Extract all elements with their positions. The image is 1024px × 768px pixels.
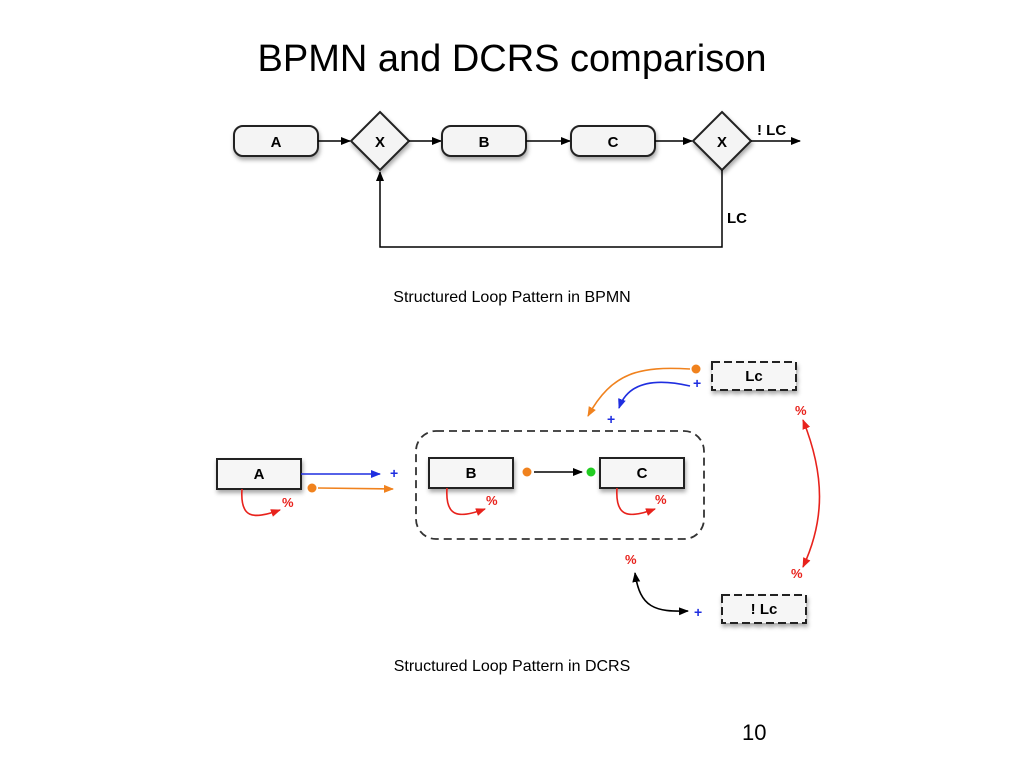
dcrs-activity-lc: Lc bbox=[711, 361, 797, 391]
dcrs-exclude-symbol: % bbox=[795, 403, 807, 418]
bpmn-task-c: C bbox=[570, 125, 656, 157]
dcrs-activity-b: B bbox=[428, 457, 514, 489]
bpmn-gateway-split-label: X bbox=[375, 134, 385, 151]
dcrs-loop-container bbox=[415, 430, 705, 540]
bpmn-gateway-split: X bbox=[349, 110, 411, 172]
dcrs-diagram: A + % B % C % Lc bbox=[216, 361, 821, 624]
dcrs-exclude-symbol: % bbox=[791, 566, 803, 581]
dcrs-exclude-symbol: % bbox=[655, 492, 667, 507]
dcrs-exclude-symbol: % bbox=[625, 552, 637, 567]
bpmn-task-a-label: A bbox=[271, 134, 282, 151]
dcrs-activity-c: C bbox=[599, 457, 685, 489]
dcrs-exclude-symbol: % bbox=[282, 495, 294, 510]
bpmn-gateway-merge: X bbox=[691, 110, 753, 172]
dcrs-activity-c-label: C bbox=[637, 465, 648, 482]
dcrs-activity-lc-label: Lc bbox=[745, 368, 763, 385]
bpmn-task-a: A bbox=[233, 125, 319, 157]
dcrs-exclude-lc-not-lc bbox=[802, 419, 821, 568]
bpmn-caption: Structured Loop Pattern in BPMN bbox=[393, 289, 631, 306]
dcrs-exclude-b-self bbox=[446, 487, 486, 516]
dcrs-include-symbol: + bbox=[693, 375, 701, 391]
bpmn-task-b-label: B bbox=[479, 134, 490, 151]
bpmn-gateway-merge-label: X bbox=[717, 134, 727, 151]
bpmn-loop-condition-label: LC bbox=[727, 210, 747, 227]
dcrs-activity-b-label: B bbox=[466, 465, 477, 482]
bpmn-task-b: B bbox=[441, 125, 527, 157]
dcrs-include-symbol: + bbox=[607, 411, 615, 427]
dcrs-activity-not-lc: ! Lc bbox=[721, 594, 807, 624]
dcrs-include-symbol: + bbox=[390, 465, 398, 481]
bpmn-diagram: A X B C X ! LC LC bbox=[233, 110, 801, 248]
dcrs-exclude-a-self bbox=[241, 488, 281, 517]
dcrs-condition-lc-to-loop bbox=[587, 367, 691, 417]
dcrs-response-target-dot bbox=[586, 467, 596, 477]
bpmn-exit-condition-label: ! LC bbox=[757, 122, 786, 139]
bpmn-task-c-label: C bbox=[608, 134, 619, 151]
dcrs-exclude-symbol: % bbox=[486, 493, 498, 508]
slide-title: BPMN and DCRS comparison bbox=[257, 38, 767, 80]
dcrs-activity-not-lc-label: ! Lc bbox=[751, 601, 778, 618]
dcrs-condition-dot bbox=[307, 483, 317, 493]
dcrs-include-lc-to-loop bbox=[618, 381, 691, 409]
dcrs-exclude-c-self bbox=[616, 487, 656, 516]
dcrs-condition-a-to-loop bbox=[317, 484, 394, 493]
dcrs-relation-loop-not-lc bbox=[632, 572, 689, 616]
page-number: 10 bbox=[742, 720, 767, 745]
dcrs-caption: Structured Loop Pattern in DCRS bbox=[393, 658, 631, 675]
dcrs-activity-a-label: A bbox=[254, 466, 265, 483]
dcrs-include-symbol: + bbox=[694, 604, 702, 620]
dcrs-response-source-dot bbox=[522, 467, 532, 477]
bpmn-loop-back-flow bbox=[376, 170, 723, 248]
dcrs-lc-condition-dot bbox=[691, 364, 701, 374]
dcrs-activity-a: A bbox=[216, 458, 302, 490]
